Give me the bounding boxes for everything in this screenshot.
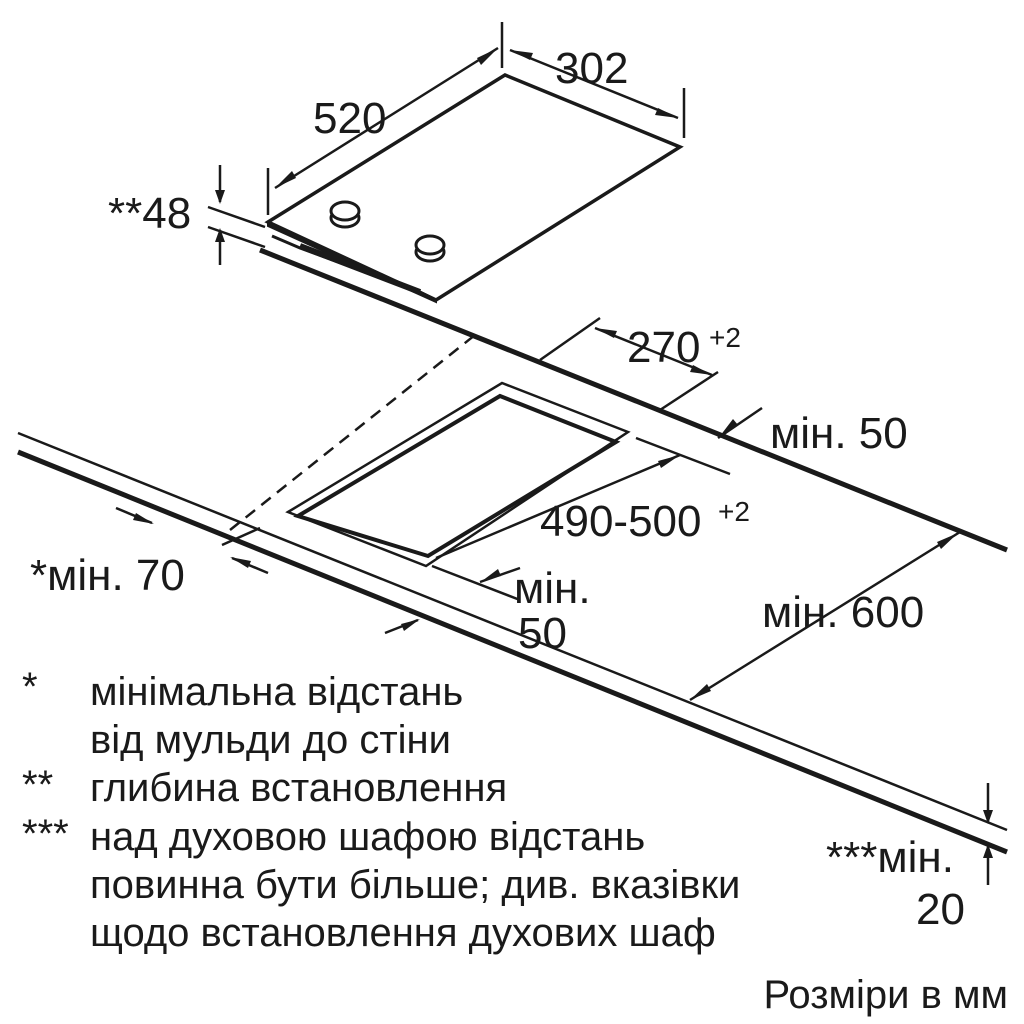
dim-270-tolerance: +2 (709, 322, 741, 353)
worktop-front-edge-top (17, 431, 1008, 832)
worktop-front-edge-bottom (17, 449, 1008, 855)
dim-48-label: **48 (108, 189, 191, 238)
knob-right-icon (414, 234, 446, 263)
cutout-outer (285, 381, 631, 568)
dim-min50-front: мін. 50 (384, 564, 591, 658)
worktop (17, 247, 1008, 855)
dim-270-label: 270 (627, 323, 700, 372)
dim-min70-label: *мін. 70 (30, 551, 185, 600)
dim-min50-front-label-line2: 50 (518, 609, 567, 658)
dim-min50-front-label-line1: мін. (514, 564, 591, 613)
note-3-line-2: повинна бути більше; див. вказівки (90, 863, 740, 907)
note-2-line-1: глибина встановлення (90, 766, 507, 810)
dim-270: 270 +2 (539, 316, 741, 412)
dim-490-500-tolerance: +2 (718, 496, 750, 527)
worktop-back-edge (259, 247, 1008, 553)
dim-302: 302 (509, 44, 686, 138)
dim-48: **48 (108, 165, 266, 265)
dim-min50-back-label: мін. 50 (770, 409, 908, 458)
hob (264, 73, 684, 304)
cutout (285, 381, 631, 568)
note-marker-1: * (22, 665, 38, 709)
hidden-edge (229, 334, 476, 531)
dim-520: 520 (266, 22, 504, 215)
note-marker-2: ** (22, 763, 53, 807)
note-3-line-3: щодо встановлення духових шаф (90, 911, 716, 955)
note-1-line-2: від мульди до стіни (90, 718, 451, 762)
hob-underside-thick (298, 243, 422, 295)
dim-min20-label-line1: ***мін. (826, 833, 954, 882)
note-1-line-1: мінімальна відстань (90, 670, 463, 714)
cutout-inner (293, 393, 621, 559)
dim-min600: мін. 600 (689, 530, 961, 702)
dim-min70: *мін. 70 (30, 506, 269, 600)
note-3-line-1: над духовою шафою відстань (90, 815, 645, 859)
dim-min20-label-line2: 20 (916, 885, 965, 934)
note-marker-3: *** (22, 812, 69, 856)
dim-302-label: 302 (555, 44, 628, 93)
units-footer: Розміри в мм (763, 973, 1008, 1017)
dim-min50-back: мін. 50 (635, 406, 908, 476)
dim-490-500: 490-500 +2 (435, 453, 750, 560)
notes-legend: * мінімальна відстань від мульди до стін… (22, 665, 740, 955)
dim-490-500-label: 490-500 (540, 497, 701, 546)
dim-520-label: 520 (313, 94, 386, 143)
dim-min600-label: мін. 600 (762, 588, 924, 637)
knob-left-icon (329, 200, 361, 229)
dim-min20: ***мін. 20 (826, 783, 993, 934)
